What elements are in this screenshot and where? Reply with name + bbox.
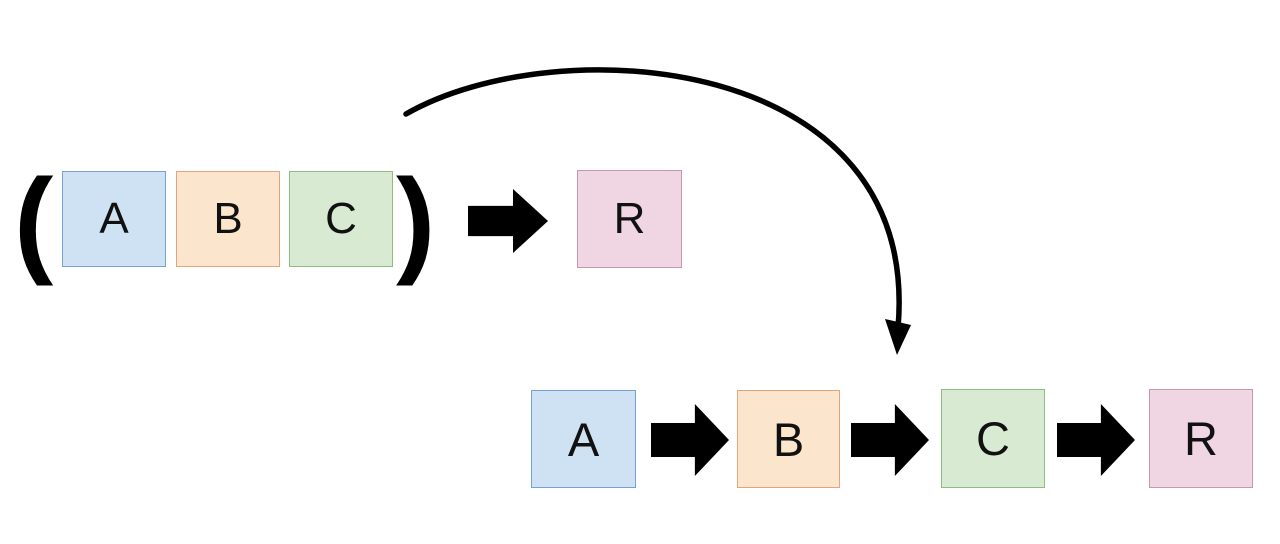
box-a-bottom-label: A [567,412,600,466]
box-a-bottom: A [531,390,636,488]
block-arrow-icon [651,404,729,476]
box-c-bottom: C [941,389,1045,488]
box-r-bottom-label: R [1184,412,1218,465]
open-paren: ( [14,155,54,287]
close-paren: ) [396,155,436,287]
block-arrow-icon [851,404,929,476]
box-a-top-label: A [99,194,129,243]
block-arrow-icon [468,189,548,253]
box-b-top-label: B [213,194,243,243]
box-c-bottom-label: C [976,412,1010,465]
box-r-top-label: R [613,194,646,243]
box-r-top: R [577,170,682,268]
box-a-top: A [62,171,166,267]
box-c-top-label: C [325,194,357,243]
box-c-top: C [289,171,393,267]
box-r-bottom: R [1149,389,1253,488]
box-b-bottom-label: B [772,412,805,466]
block-arrow-icon [1057,404,1135,476]
box-b-top: B [176,171,280,267]
box-b-bottom: B [737,390,840,488]
